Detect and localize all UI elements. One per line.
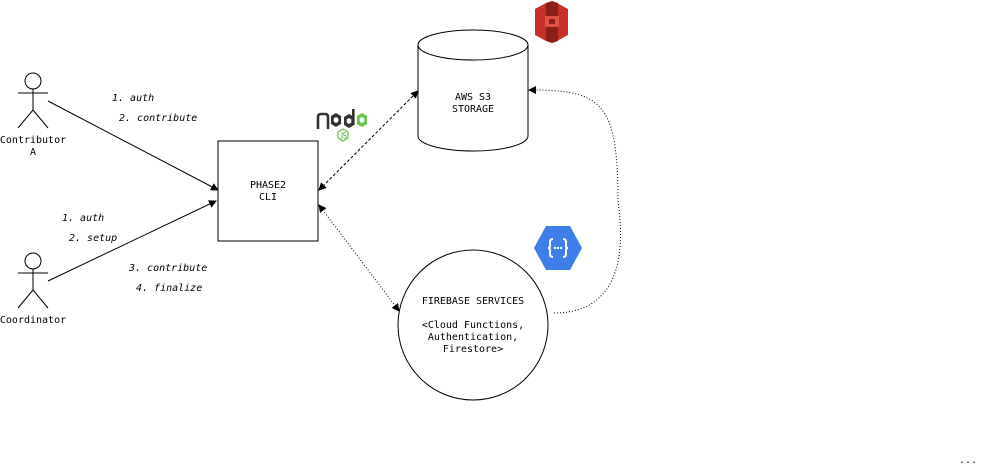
phase2-cli-label-line2: CLI <box>259 192 277 203</box>
aws-s3-label-line2: STORAGE <box>452 104 494 115</box>
cli-s3-connection <box>318 90 419 191</box>
firebase-title: FIREBASE SERVICES <box>422 296 524 307</box>
firebase-line2: <Cloud Functions, <box>422 320 524 331</box>
contributor-label-line2: A <box>30 147 36 158</box>
coordinator-step-contribute: 3. contribute <box>128 263 207 274</box>
firebase-services-circle <box>397 249 549 401</box>
page-ellipsis: ... <box>959 455 977 466</box>
coordinator-step-setup: 2. setup <box>69 233 117 244</box>
cli-firebase-connection <box>318 204 400 312</box>
coordinator-to-cli-arrow <box>47 200 217 282</box>
contributor-step-contribute: 2. contribute <box>119 113 197 124</box>
contributor-step-auth: 1. auth <box>112 93 154 104</box>
firebase-line3: Authentication, <box>428 332 518 343</box>
aws-s3-label-line1: AWS S3 <box>455 92 491 103</box>
phase2-cli-box <box>217 140 319 242</box>
contributor-to-cli-arrow <box>47 100 219 191</box>
contributor-label-line1: Contributor <box>0 135 66 146</box>
phase2-cli-label-line1: PHASE2 <box>250 180 286 191</box>
firebase-to-s3-connection <box>528 86 622 314</box>
nodejs-logo <box>316 109 367 142</box>
coordinator-actor <box>17 252 49 309</box>
coordinator-step-finalize: 4. finalize <box>136 283 202 294</box>
gcp-cloud-functions-icon <box>534 226 582 270</box>
aws-s3-storage-cylinder <box>417 29 529 152</box>
aws-s3-icon <box>535 1 568 43</box>
coordinator-label: Coordinator <box>0 315 66 326</box>
firebase-line4: Firestore> <box>443 344 503 355</box>
coordinator-step-auth: 1. auth <box>62 213 104 224</box>
contributor-actor <box>17 72 49 129</box>
